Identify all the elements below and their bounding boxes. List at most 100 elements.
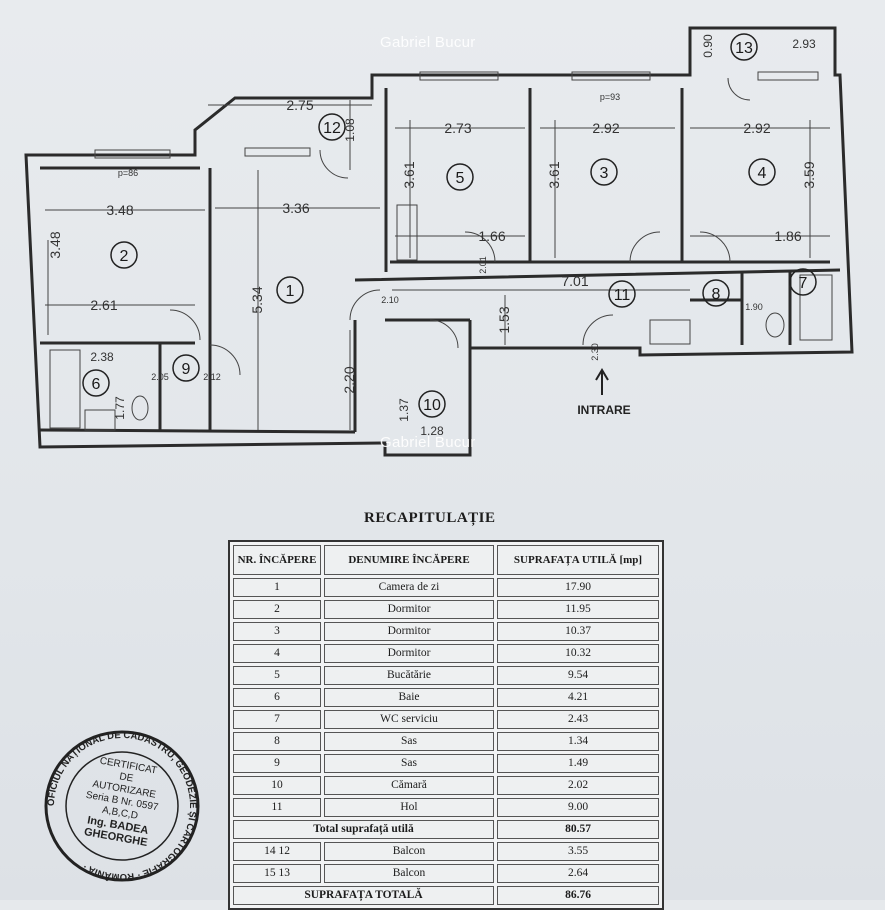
cell-area: 9.54 — [497, 666, 659, 685]
room-number-10: 10 — [423, 397, 441, 414]
cell-name: Dormitor — [324, 600, 494, 619]
total-util-label: Total suprafață utilă — [233, 820, 494, 839]
room-number-12: 12 — [323, 120, 341, 137]
room-number-9: 9 — [182, 361, 191, 378]
header-nr: NR. ÎNCĂPERE — [233, 545, 321, 575]
cell-nr: 6 — [233, 688, 321, 707]
dim-label: 2.38 — [90, 350, 114, 364]
total-util-row: Total suprafață utilă 80.57 — [233, 820, 659, 839]
cell-nr: 4 — [233, 644, 321, 663]
cell-name: Cămară — [324, 776, 494, 795]
dim-label: 2.92 — [592, 120, 619, 136]
dim-label: 2.20 — [341, 366, 357, 393]
dim-label: 1.90 — [745, 302, 763, 312]
dim-label: 1.66 — [478, 228, 505, 244]
floor-plan: 1 2 3 4 5 6 7 8 9 10 11 12 13 3.48 3.48 … — [24, 26, 854, 457]
cell-area: 1.49 — [497, 754, 659, 773]
dim-label: 3.36 — [282, 200, 309, 216]
watermark: Gabriel Bucur — [380, 434, 476, 451]
dim-label: 2.12 — [203, 372, 221, 382]
dim-label: 2.10 — [381, 295, 399, 305]
small-label: p=86 — [118, 168, 138, 178]
recap-table: NR. ÎNCĂPERE DENUMIRE ÎNCĂPERE SUPRAFAȚA… — [228, 540, 664, 910]
recap-title: RECAPITULAȚIE — [364, 510, 496, 526]
total-label: SUPRAFAȚA TOTALĂ — [233, 886, 494, 905]
dim-label: 3.48 — [106, 202, 133, 218]
room-number-2: 2 — [120, 248, 129, 265]
dim-label: 3.59 — [801, 161, 817, 188]
cell-name: Sas — [324, 754, 494, 773]
room-number-7: 7 — [799, 275, 808, 292]
room-number-13: 13 — [735, 40, 753, 57]
cell-name: Balcon — [324, 864, 494, 883]
cell-nr: 2 — [233, 600, 321, 619]
total-area: 86.76 — [497, 886, 659, 905]
cell-area: 2.02 — [497, 776, 659, 795]
dim-label: 1.53 — [496, 306, 512, 333]
header-suprafata: SUPRAFAȚA UTILĂ [mp] — [497, 545, 659, 575]
cell-nr: 10 — [233, 776, 321, 795]
cell-area: 10.37 — [497, 622, 659, 641]
cell-area: 9.00 — [497, 798, 659, 817]
room-number-8: 8 — [712, 286, 721, 303]
room-number-11: 11 — [614, 287, 631, 304]
cell-nr: 14 12 — [233, 842, 321, 861]
dim-label: 2.30 — [590, 343, 600, 361]
dim-label: 1.08 — [343, 118, 357, 142]
cell-nr: 5 — [233, 666, 321, 685]
dim-label: 0.90 — [701, 34, 715, 58]
cell-name: Dormitor — [324, 622, 494, 641]
dim-label: 2.92 — [743, 120, 770, 136]
cell-name: Dormitor — [324, 644, 494, 663]
cell-nr: 9 — [233, 754, 321, 773]
cell-name: WC serviciu — [324, 710, 494, 729]
dim-label: 3.61 — [401, 161, 417, 188]
cell-area: 10.32 — [497, 644, 659, 663]
cell-area: 1.34 — [497, 732, 659, 751]
dim-label: 5.34 — [249, 286, 265, 313]
dim-label: 2.05 — [151, 372, 169, 382]
cell-area: 2.64 — [497, 864, 659, 883]
dim-label: 2.73 — [444, 120, 471, 136]
cell-nr: 7 — [233, 710, 321, 729]
cell-name: Camera de zi — [324, 578, 494, 597]
dim-label: 1.86 — [774, 228, 801, 244]
cell-nr: 1 — [233, 578, 321, 597]
watermark: Gabriel Bucur — [380, 34, 476, 51]
dim-label: 2.01 — [478, 256, 488, 274]
small-label: p=93 — [600, 92, 620, 102]
cell-area: 2.43 — [497, 710, 659, 729]
cell-area: 17.90 — [497, 578, 659, 597]
room-number-1: 1 — [286, 283, 295, 300]
cell-nr: 11 — [233, 798, 321, 817]
dim-label: 2.61 — [90, 297, 117, 313]
authorization-stamp: OFICIUL NAȚIONAL DE CADASTRU, GEODEZIE Ș… — [44, 730, 200, 882]
cell-name: Sas — [324, 732, 494, 751]
dim-label: 2.75 — [286, 97, 313, 113]
entrance-label: INTRARE — [577, 403, 630, 417]
cell-nr: 15 13 — [233, 864, 321, 883]
cell-area: 11.95 — [497, 600, 659, 619]
room-number-3: 3 — [600, 165, 609, 182]
dim-label: 1.28 — [420, 424, 444, 438]
room-number-4: 4 — [758, 165, 767, 182]
table-header-row: NR. ÎNCĂPERE DENUMIRE ÎNCĂPERE SUPRAFAȚA… — [233, 545, 659, 575]
cell-name: Balcon — [324, 842, 494, 861]
cell-name: Baie — [324, 688, 494, 707]
dim-label: 1.37 — [397, 398, 411, 422]
total-row: SUPRAFAȚA TOTALĂ 86.76 — [233, 886, 659, 905]
cell-name: Bucătărie — [324, 666, 494, 685]
header-denumire: DENUMIRE ÎNCĂPERE — [324, 545, 494, 575]
